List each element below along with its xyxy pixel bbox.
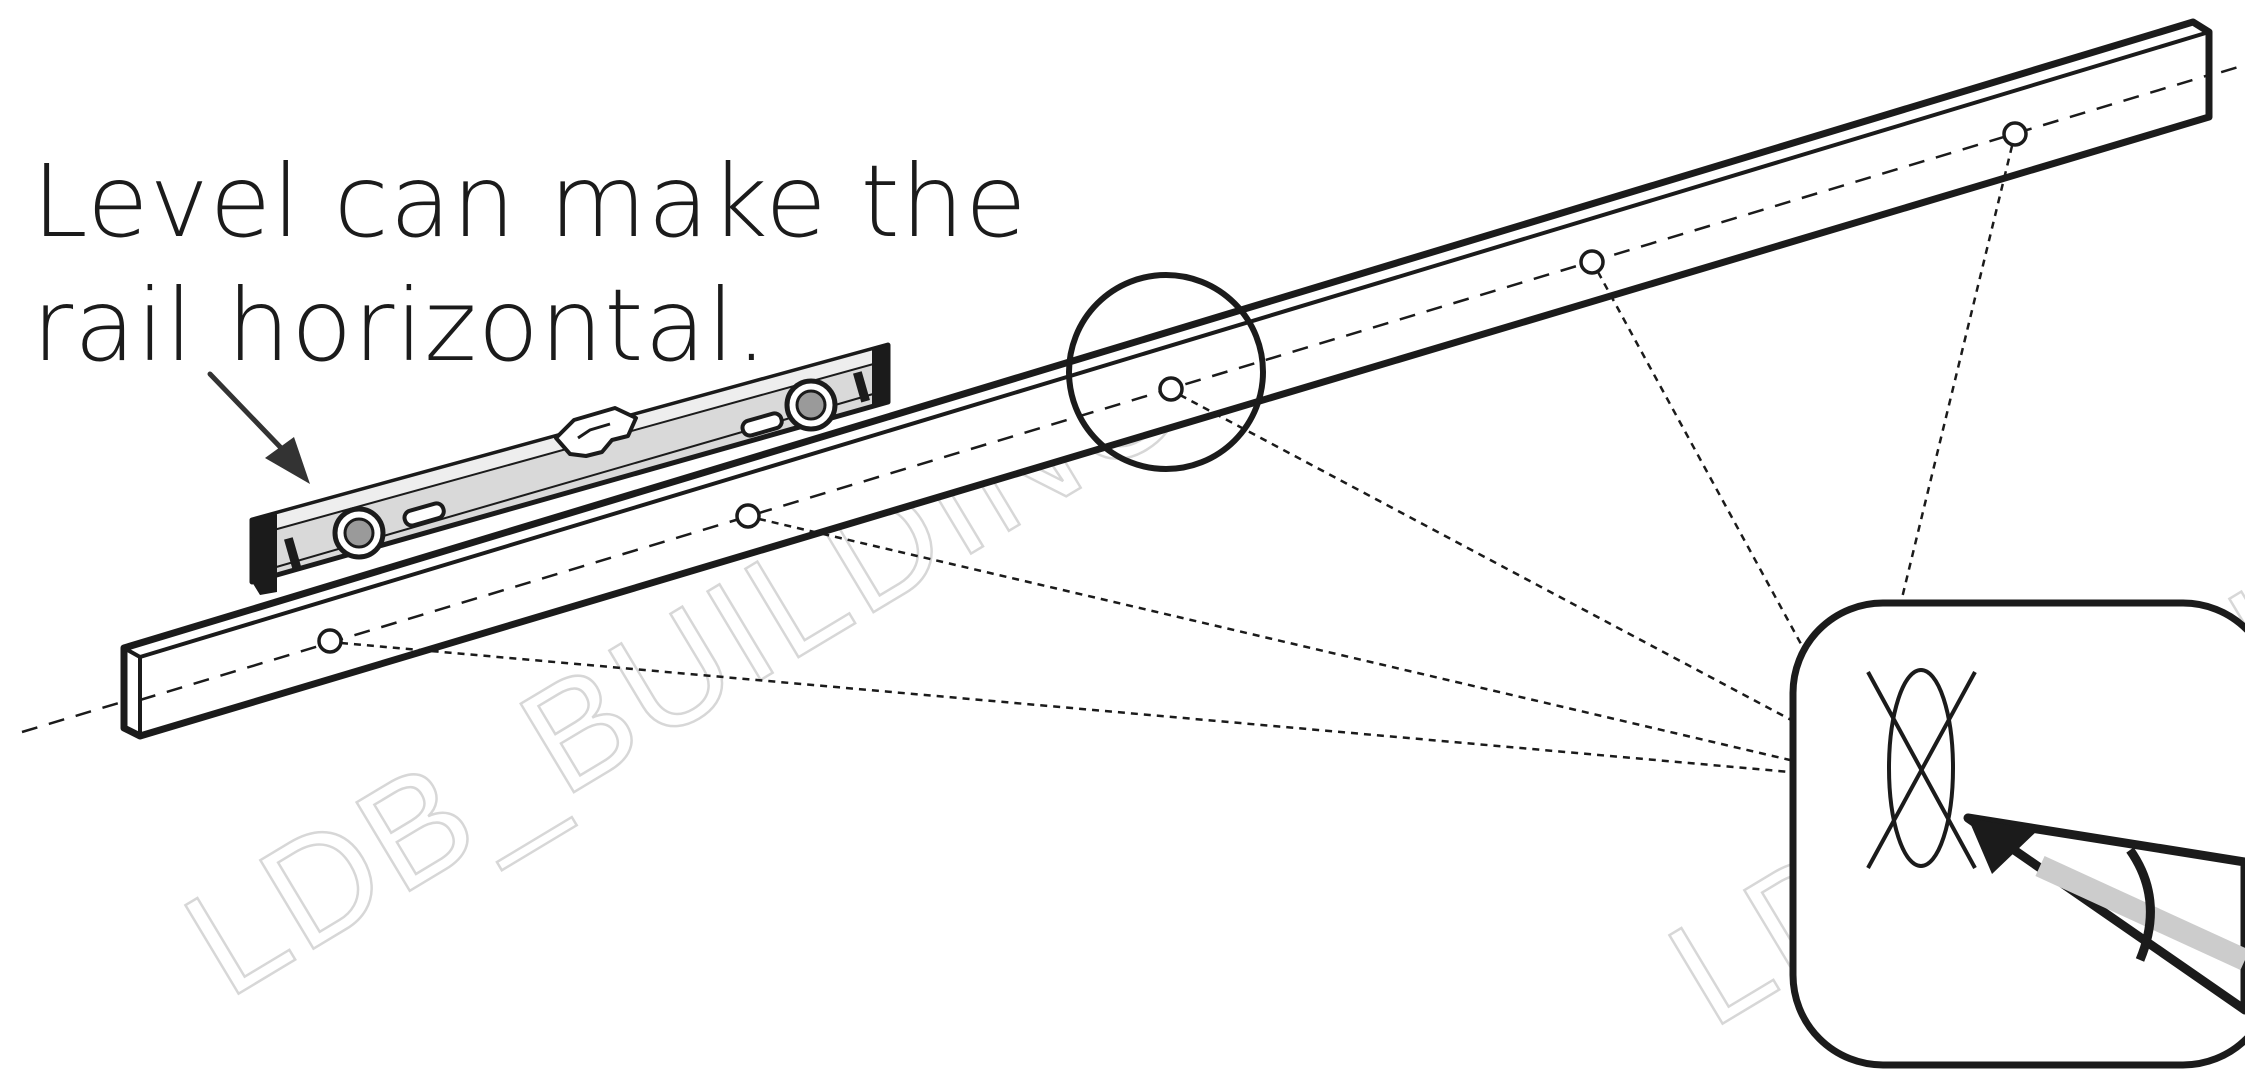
crossed-ellipse-mark-icon [1866, 668, 1977, 869]
detail-circle [1066, 272, 1266, 472]
detail-box [1789, 599, 2245, 1069]
screw-hole-1 [317, 628, 343, 654]
rail-centerline-face [139, 73, 2210, 702]
screw-hole-5 [2002, 121, 2028, 147]
leader-lines [340, 145, 2014, 774]
instruction-caption: Level can make the rail horizontal. [32, 140, 1028, 388]
arrow-down-right-icon [207, 371, 310, 484]
spirit-level [249, 342, 891, 595]
screw-holes [317, 121, 2028, 654]
caption-line-1: Level can make the [32, 143, 1028, 260]
caption-line-2: rail horizontal. [32, 267, 769, 384]
pencil-icon [1963, 813, 2245, 1015]
screw-hole-2 [735, 503, 761, 529]
screw-hole-3 [1158, 376, 1184, 402]
screw-hole-4 [1579, 249, 1605, 275]
